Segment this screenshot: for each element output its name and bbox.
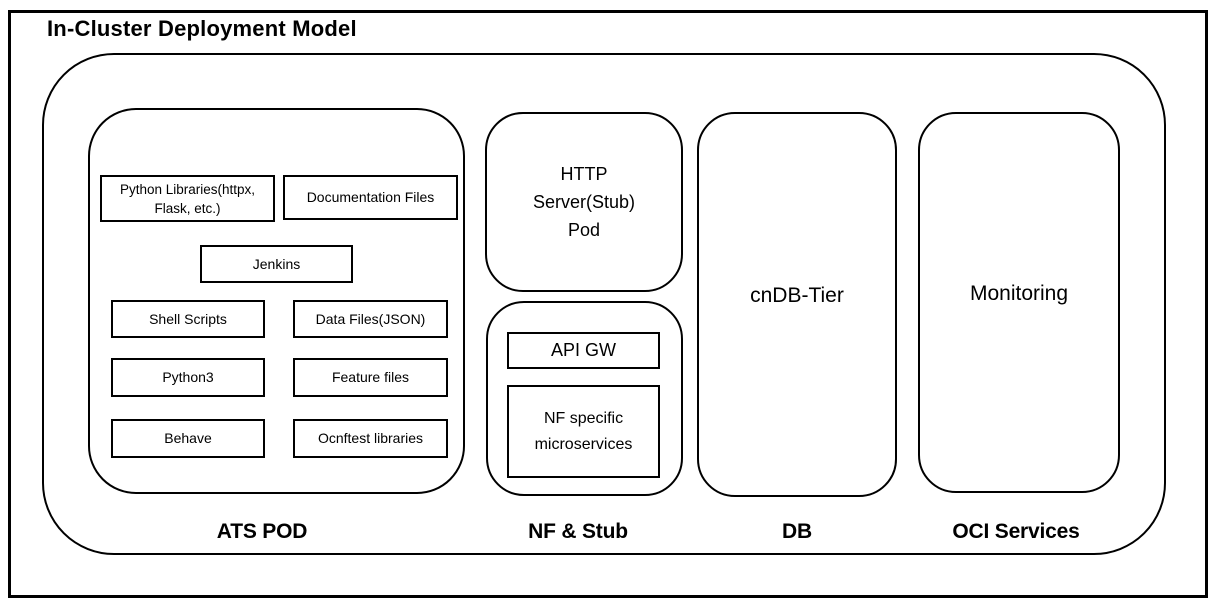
- box-feature-files: Feature files: [293, 358, 448, 397]
- http-server-stub-pod-container: HTTP Server(Stub) Pod: [485, 112, 683, 292]
- column-label-ats-pod: ATS POD: [216, 520, 308, 543]
- page-title: In-Cluster Deployment Model: [47, 16, 357, 41]
- column-label-nf-stub: NF & Stub: [528, 520, 628, 543]
- box-python3: Python3: [111, 358, 265, 397]
- cndb-tier-container: cnDB-Tier: [697, 112, 897, 497]
- monitoring-label: Monitoring: [969, 281, 1069, 305]
- box-documentation-files: Documentation Files: [283, 175, 458, 220]
- column-label-oci-services: OCI Services: [952, 520, 1080, 543]
- box-behave: Behave: [111, 419, 265, 458]
- box-nf-specific-microservices: NF specific microservices: [507, 385, 660, 478]
- box-jenkins: Jenkins: [200, 245, 353, 283]
- column-label-db: DB: [782, 520, 812, 543]
- box-api-gw: API GW: [507, 332, 660, 369]
- monitoring-container: Monitoring: [918, 112, 1120, 493]
- http-server-stub-pod-label: HTTP Server(Stub) Pod: [532, 164, 636, 240]
- cndb-tier-label: cnDB-Tier: [750, 283, 844, 307]
- box-ocnftest-libraries: Ocnftest libraries: [293, 419, 448, 458]
- box-python-libraries: Python Libraries(httpx, Flask, etc.): [100, 175, 275, 222]
- box-data-files: Data Files(JSON): [293, 300, 448, 338]
- box-shell-scripts: Shell Scripts: [111, 300, 265, 338]
